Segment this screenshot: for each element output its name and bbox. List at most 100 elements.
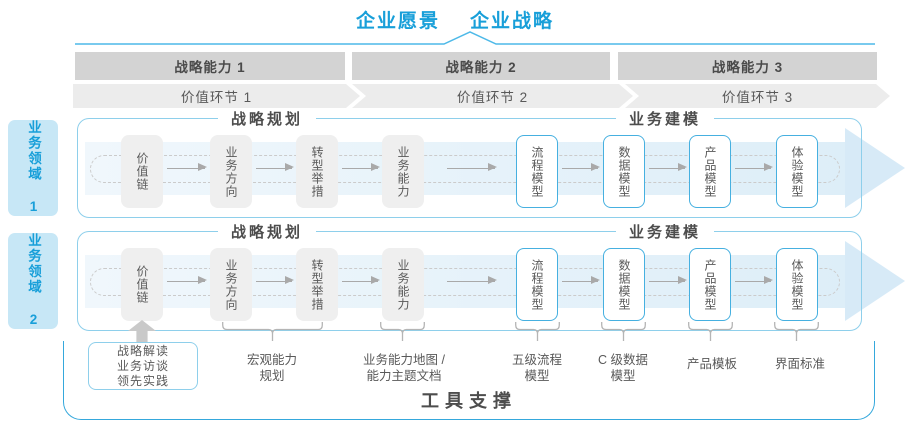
box-label: 业务能力 [396, 145, 410, 198]
annotation-ui-standard: 界面标准 [730, 356, 870, 372]
annotation-macro-capability: 宏观能力 规划 [202, 352, 342, 384]
practice-line: 领先实践 [116, 373, 169, 388]
capability-band-2-label: 战略能力 2 [445, 60, 517, 75]
box-business-capability: 业务能力 [382, 135, 424, 208]
box-product-model: 产品模型 [689, 248, 731, 321]
annotation-line: 产品模板 [686, 357, 737, 371]
annotation-process-model: 五级流程 模型 [467, 352, 607, 384]
flow-arrow-icon [342, 276, 380, 285]
box-label: 价值链 [135, 265, 149, 304]
value-band-3: 价值环节 3 [625, 84, 890, 108]
box-label: 数据模型 [617, 258, 631, 311]
box-label: 业务方向 [224, 145, 238, 198]
tool-support-container: 工具支撑 [63, 341, 875, 420]
flow-arrow-icon [649, 163, 687, 172]
brace-icon [380, 322, 425, 341]
business-modeling-title: 业务建模 [615, 221, 715, 242]
box-transformation-initiatives: 转型举措 [296, 248, 338, 321]
box-label: 体验模型 [790, 145, 804, 198]
annotation-line: 宏观能力 [246, 353, 297, 367]
flow-arrow-icon [256, 276, 294, 285]
flow-arrow-icon [447, 163, 497, 172]
value-band-1-label: 价值环节 1 [180, 90, 253, 105]
flow-arrow-icon [167, 163, 207, 172]
flow-arrow-icon [562, 163, 600, 172]
flow-arrow-icon [735, 163, 773, 172]
strategic-planning-title: 战略规划 [217, 108, 317, 129]
flow-arrow-icon [342, 163, 380, 172]
flow-arrow-icon [649, 276, 687, 285]
box-process-model: 流程模型 [516, 135, 558, 208]
box-value-chain: 价值链 [121, 248, 163, 321]
flow-arrowhead-icon [845, 128, 905, 208]
tool-support-label: 工具支撑 [421, 391, 517, 411]
domain-label-1: 业务领域 1 [8, 120, 58, 216]
annotation-line: 模型 [610, 369, 636, 383]
box-label: 转型举措 [310, 258, 324, 311]
business-modeling-title: 业务建模 [615, 108, 715, 129]
box-label: 价值链 [135, 152, 149, 191]
box-label: 转型举措 [310, 145, 324, 198]
capability-band-3: 战略能力 3 [618, 52, 877, 80]
flow-arrow-icon [447, 276, 497, 285]
box-data-model: 数据模型 [603, 248, 645, 321]
annotation-product-template: 产品模板 [642, 356, 782, 372]
annotation-line: 五级流程 [511, 353, 562, 367]
vision-label: 企业愿景 [355, 11, 440, 32]
domain-label-1-text: 业务领域 1 [26, 120, 41, 216]
annotation-line: C 级数据 [597, 353, 648, 367]
domain-row-2: 价值链 业务方向 转型举措 业务能力 流程模型 数据模型 产品模型 体验模型 战… [77, 221, 905, 331]
brace-icon [515, 322, 560, 341]
box-label: 产品模型 [703, 258, 717, 311]
box-experience-model: 体验模型 [776, 135, 818, 208]
annotation-line: 业务能力地图 / [363, 353, 445, 367]
annotation-line: 规划 [259, 369, 285, 383]
dashed-flow-outline [90, 155, 840, 183]
practice-source-box: 战略解读 业务访谈 领先实践 [88, 342, 198, 390]
value-band-1: 价值环节 1 [73, 84, 360, 108]
annotation-line: 界面标准 [774, 357, 825, 371]
box-label: 业务方向 [224, 258, 238, 311]
box-process-model: 流程模型 [516, 248, 558, 321]
annotation-capability-map: 业务能力地图 / 能力主题文档 [334, 352, 474, 384]
capability-band-2: 战略能力 2 [352, 52, 610, 80]
box-business-capability: 业务能力 [382, 248, 424, 321]
capability-band-1: 战略能力 1 [75, 52, 345, 80]
box-label: 流程模型 [530, 145, 544, 198]
domain-row-1: 价值链 业务方向 转型举措 业务能力 流程模型 数据模型 产品模型 体验模型 战… [77, 108, 905, 218]
value-band-2-label: 价值环节 2 [456, 90, 529, 105]
box-experience-model: 体验模型 [776, 248, 818, 321]
flow-arrowhead-icon [845, 241, 905, 321]
brace-icon [601, 322, 646, 341]
domain-label-2-text: 业务领域 2 [26, 233, 41, 329]
vision-strategy-title: 企业愿景 企业战略 [0, 6, 910, 33]
domain-label-2: 业务领域 2 [8, 233, 58, 329]
box-label: 数据模型 [617, 145, 631, 198]
strategy-label: 企业战略 [470, 11, 555, 32]
capability-band-1-label: 战略能力 1 [174, 60, 246, 75]
practice-line: 战略解读 [116, 343, 169, 358]
box-data-model: 数据模型 [603, 135, 645, 208]
box-business-direction: 业务方向 [210, 248, 252, 321]
box-label: 流程模型 [530, 258, 544, 311]
box-label: 业务能力 [396, 258, 410, 311]
flow-arrow-icon [735, 276, 773, 285]
dashed-flow-outline [90, 268, 840, 296]
annotation-line: 能力主题文档 [366, 369, 442, 383]
box-value-chain: 价值链 [121, 135, 163, 208]
practice-line: 业务访谈 [116, 358, 169, 373]
brace-icon [774, 322, 819, 341]
flow-arrow-icon [256, 163, 294, 172]
box-label: 产品模型 [703, 145, 717, 198]
box-transformation-initiatives: 转型举措 [296, 135, 338, 208]
flow-arrow-icon [167, 276, 207, 285]
strategic-planning-title: 战略规划 [217, 221, 317, 242]
box-label: 体验模型 [790, 258, 804, 311]
value-band-2: 价值环节 2 [352, 84, 633, 108]
box-business-direction: 业务方向 [210, 135, 252, 208]
box-product-model: 产品模型 [689, 135, 731, 208]
brace-icon [222, 322, 323, 341]
capability-band-3-label: 战略能力 3 [711, 60, 784, 75]
flow-arrow-icon [562, 276, 600, 285]
